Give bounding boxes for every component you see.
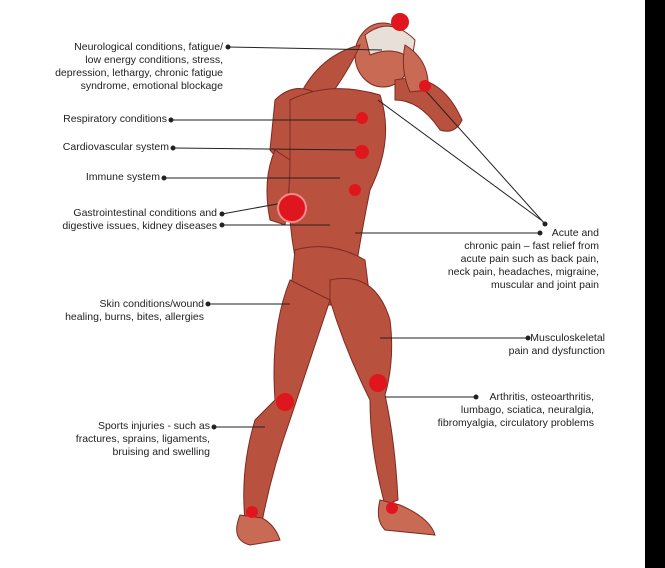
hotspot-kidney <box>277 193 307 223</box>
label-immune: Immune system <box>85 171 160 183</box>
label-line: healing, burns, bites, allergies <box>65 311 204 323</box>
label-line: neck pain, headaches, migraine, <box>447 266 599 278</box>
hotspot-wrist <box>419 80 431 92</box>
hotspot-right-knee <box>369 374 387 392</box>
label-line: acute pain such as back pain, <box>460 253 599 265</box>
label-sports-injuries: Sports injuries - such as fractures, spr… <box>76 420 210 459</box>
hotspot-abdomen <box>349 184 361 196</box>
label-line: fibromyalgia, circulatory problems <box>437 417 594 429</box>
label-line: Neurological conditions, fatigue/ <box>74 41 223 53</box>
hotspot-left-knee <box>276 393 294 411</box>
label-line: Sports injuries - such as <box>97 420 210 432</box>
label-line: lumbago, sciatica, neuralgia, <box>460 404 594 416</box>
label-line: pain and dysfunction <box>508 345 605 357</box>
muscular-body-figure <box>236 22 463 546</box>
hotspot-heart <box>355 145 369 159</box>
label-line: Gastrointestinal conditions and <box>73 207 217 219</box>
hotspot-chest <box>356 112 368 124</box>
label-acute-chronic-pain: Acute and chronic pain – fast relief fro… <box>448 227 599 292</box>
right-edge-bar <box>645 0 665 568</box>
label-line: digestive issues, kidney diseases <box>62 220 217 232</box>
label-gastrointestinal: Gastrointestinal conditions and digestiv… <box>62 207 217 233</box>
label-line: bruising and swelling <box>112 446 210 458</box>
hotspots <box>246 13 431 518</box>
label-line: Musculoskeletal <box>530 332 605 344</box>
label-respiratory: Respiratory conditions <box>63 113 167 125</box>
label-line: low energy conditions, stress, <box>85 54 223 66</box>
label-line: depression, lethargy, chronic fatigue <box>55 67 223 79</box>
hotspot-left-ankle <box>246 506 258 518</box>
label-neurological: Neurological conditions, fatigue/ low en… <box>55 41 223 93</box>
label-arthritis: Arthritis, osteoarthritis, lumbago, scia… <box>438 391 594 430</box>
label-musculoskeletal: Musculoskeletal pain and dysfunction <box>509 332 605 358</box>
label-line: Acute and <box>551 227 599 239</box>
hotspot-head <box>391 13 409 31</box>
leader-lines <box>161 44 548 430</box>
label-line: Arthritis, osteoarthritis, <box>489 391 594 403</box>
label-cardiovascular: Cardiovascular system <box>62 141 169 153</box>
label-line: Skin conditions/wound <box>99 298 204 310</box>
label-line: chronic pain – fast relief from <box>464 240 599 252</box>
hotspot-right-ankle <box>386 502 398 514</box>
label-skin: Skin conditions/wound healing, burns, bi… <box>65 298 204 324</box>
label-line: muscular and joint pain <box>491 279 599 291</box>
label-line: fractures, sprains, ligaments, <box>75 433 210 445</box>
label-line: syndrome, emotional blockage <box>80 80 223 92</box>
